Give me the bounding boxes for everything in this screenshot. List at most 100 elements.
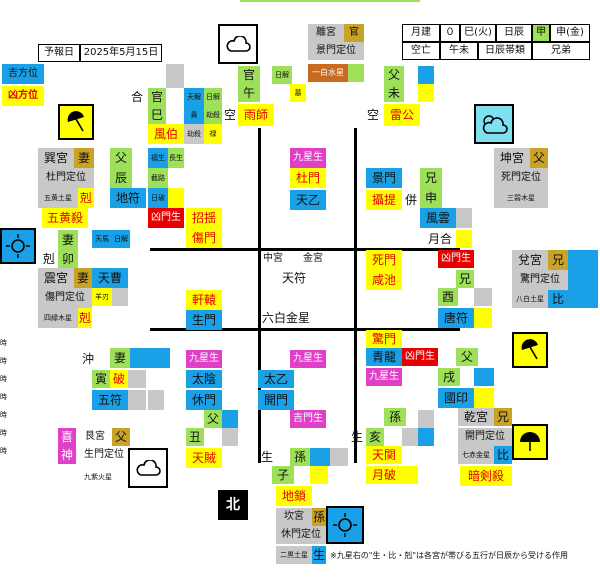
dui-relation: 兄 [548, 250, 568, 270]
kan-relation: 孫 [312, 508, 326, 526]
sheng-label: 生 [350, 430, 363, 444]
xu-badge [474, 368, 494, 386]
wu-branch: 午 [238, 84, 260, 102]
kun-relation: 父 [530, 148, 548, 168]
sun-rel: 孫 [384, 408, 406, 426]
you-badge [474, 288, 492, 306]
xianchi: 咸池 [366, 270, 402, 290]
dihu2: 地鎖 [276, 486, 312, 506]
qian-gate: 開門定位 [458, 428, 512, 446]
fu-right: 父 [456, 348, 478, 366]
tianxing-badge2 [150, 348, 170, 368]
xun-kill: 剋 [78, 188, 94, 208]
chong-label: 沖 [81, 352, 94, 366]
kun-star: 三碧木星 [494, 188, 548, 208]
dui-gate: 驚門定位 [512, 270, 568, 290]
kun-gate: 死門定位 [494, 168, 548, 188]
shangmen: 傷門 [186, 228, 222, 248]
shen-branch: 申 [420, 188, 442, 208]
xiongmen3: 凶門生 [402, 348, 438, 366]
ganzhi: 甲 [532, 24, 550, 42]
left-tick-4: 時 [0, 393, 7, 401]
xiong-rel: 兄 [420, 168, 442, 188]
xu-branch: 戌 [438, 368, 460, 386]
month-value: ０ [440, 24, 460, 42]
yushi: 雨師 [238, 104, 274, 126]
jiesha-badge: 劫殺 [204, 106, 222, 124]
yangren2 [112, 288, 128, 306]
xuanyuan: 軒轅 [186, 290, 222, 310]
li-star: 一白水星 [308, 64, 348, 82]
cloudy-sun-icon [474, 104, 514, 144]
jiuxing2: 九星生 [366, 368, 402, 386]
hai-badge2 [418, 428, 434, 446]
changsheng: 長生 [168, 148, 184, 168]
lu-label: 禄 [204, 124, 222, 144]
wei-badge [418, 66, 434, 84]
bing-label: 併 [404, 193, 417, 207]
ke-label: 剋 [42, 252, 55, 266]
inauspicious-direction: 凶方位 [2, 86, 44, 106]
qian-kill: 比 [494, 446, 512, 464]
zhonggong: 中宮 [263, 253, 283, 264]
jingong: 金宮 [303, 253, 323, 264]
xiumen: 休門 [186, 390, 222, 410]
gen-palace-name: 艮宮 [85, 431, 105, 442]
tiancao: 天曹 [92, 268, 128, 288]
day-general-label: 日辰帯類 [478, 42, 532, 60]
dui-top-badge [568, 250, 598, 270]
riwei2 [168, 188, 184, 208]
xiongmensheng: 凶門生 [148, 208, 184, 228]
kun-palace-name: 坤宮 [494, 148, 530, 168]
tianma: 天馬 [92, 230, 112, 248]
kan-kill: 生 [312, 546, 326, 564]
wei-branch: 未 [384, 84, 404, 102]
dui-star: 八白土星 [512, 290, 548, 308]
grid-line-v-right [354, 128, 357, 463]
zi-branch: 子 [272, 466, 294, 484]
dumen: 杜門 [290, 168, 326, 188]
fuxing: 福生 [148, 148, 168, 168]
jingmen2: 驚門 [366, 330, 402, 348]
sheng2-label: 生 [260, 450, 273, 464]
date-value: 2025年5月15日 [80, 44, 162, 62]
jiuxing-sheng: 九星生 [290, 148, 326, 168]
jiuxing4: 九星生 [290, 350, 326, 368]
xun-relation: 妻 [74, 148, 94, 168]
jiuxing3: 九星生 [186, 350, 222, 368]
wufu-badge2 [148, 390, 164, 410]
liubai: 六白金星 [261, 311, 310, 325]
rijie3: 日解 [112, 230, 130, 248]
hai-badge [402, 428, 418, 446]
leigong: 雷公 [384, 104, 420, 126]
fengyun: 風雲 [420, 208, 456, 228]
left-tick-5: 時 [0, 411, 7, 419]
cloud-icon [218, 24, 258, 64]
sun-badge [418, 410, 434, 428]
qian-relation: 兄 [494, 408, 512, 426]
hai-branch: 亥 [366, 428, 384, 446]
yin-badge [128, 370, 146, 388]
tianguan: 天関 [366, 446, 402, 464]
kan-star: 二黒土星 [276, 546, 312, 564]
gen-gate: 生門定位 [84, 449, 124, 460]
day-value: 巳(火) [460, 24, 496, 42]
kan-gate: 休門定位 [276, 526, 326, 544]
zhen-kill: 剋 [78, 308, 92, 328]
kan-palace-name: 坎宮 [276, 508, 312, 526]
dui-palace-name: 兌宮 [512, 250, 548, 270]
day-label: 日辰 [496, 24, 532, 42]
zhen-gate: 傷門定位 [38, 288, 92, 308]
simen: 死門 [366, 250, 402, 270]
li-palace-relation: 官 [344, 24, 364, 42]
sun2-badge2 [330, 448, 348, 466]
tangfu: 唐符 [438, 308, 474, 328]
fu-left: 父 [110, 148, 132, 168]
anjian-sha: 暗剣殺 [460, 466, 512, 486]
wufu-badge [128, 390, 146, 410]
qian-palace-name: 乾宮 [458, 408, 494, 426]
gen-star: 九紫火星 [84, 472, 112, 481]
guan2: 官 [238, 66, 260, 84]
left-tick-3: 時 [0, 375, 7, 383]
date-label: 予報日 [38, 44, 80, 62]
